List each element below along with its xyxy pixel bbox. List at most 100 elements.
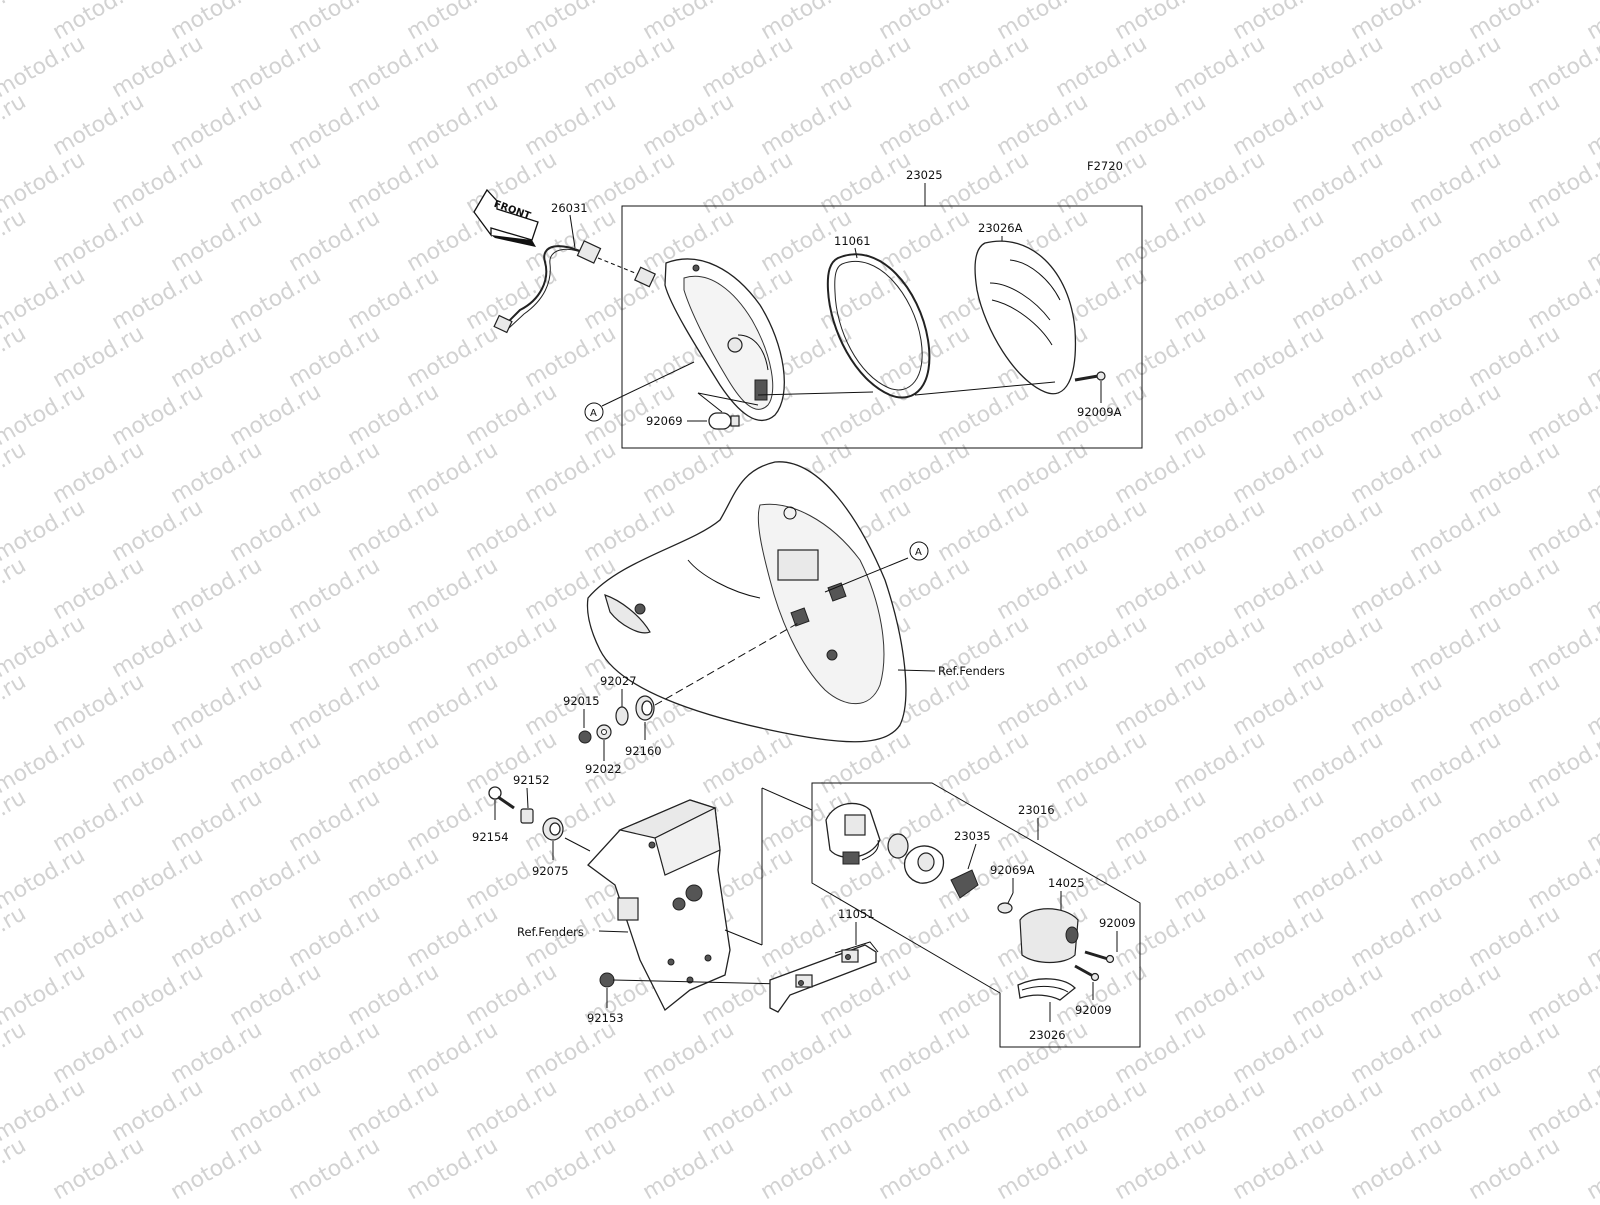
watermark-text: motod.ru: [1229, 89, 1329, 161]
watermark-text: motod.ru: [108, 611, 208, 683]
part-label-92069: 92069: [646, 414, 683, 428]
watermark-text: motod.ru: [0, 321, 30, 393]
watermark-text: motod.ru: [49, 205, 149, 277]
watermark-text: motod.ru: [167, 785, 267, 857]
lens-23026A: [975, 241, 1075, 394]
part-label-92009-bottom: 92009: [1075, 1003, 1112, 1017]
watermark-text: motod.ru: [285, 321, 385, 393]
tail-light-assembly-group: 23025 FRONT 26031 11061: [474, 168, 1142, 448]
watermark-text: motod.ru: [934, 843, 1034, 915]
watermark-text: motod.ru: [167, 1017, 267, 1089]
ref-fenders-label-upper: Ref.Fenders: [938, 664, 1005, 678]
lens-23026: [1018, 979, 1075, 1000]
watermark-text: motod.ru: [1583, 437, 1600, 509]
watermark-text: motod.ru: [698, 727, 798, 799]
watermark-text: motod.ru: [1524, 611, 1600, 683]
watermark-text: motod.ru: [462, 495, 562, 567]
watermark-text: motod.ru: [0, 0, 30, 45]
watermark-text: motod.ru: [1052, 727, 1152, 799]
watermark-text: motod.ru: [580, 147, 680, 219]
watermark-text: motod.ru: [49, 321, 149, 393]
watermark-text: motod.ru: [1347, 1133, 1447, 1200]
watermark-text: motod.ru: [1347, 553, 1447, 625]
watermark-text: motod.ru: [993, 553, 1093, 625]
watermark-text: motod.ru: [108, 843, 208, 915]
watermark-text: motod.ru: [639, 1017, 739, 1089]
part-label-92027: 92027: [600, 674, 637, 688]
watermark-text: motod.ru: [1288, 843, 1388, 915]
watermark-text: motod.ru: [344, 959, 444, 1031]
watermark-text: motod.ru: [0, 205, 30, 277]
watermark-text: motod.ru: [521, 1017, 621, 1089]
watermark-text: motod.ru: [1347, 205, 1447, 277]
watermark-text: motod.ru: [1465, 205, 1565, 277]
watermark-text: motod.ru: [403, 437, 503, 509]
watermark-text: motod.ru: [1288, 959, 1388, 1031]
watermark-text: motod.ru: [1347, 321, 1447, 393]
watermark-text: motod.ru: [403, 553, 503, 625]
watermark-text: motod.ru: [639, 89, 739, 161]
reference-marker-a-top-label: A: [590, 408, 597, 419]
watermark-text: motod.ru: [285, 1017, 385, 1089]
watermark-text: motod.ru: [875, 89, 975, 161]
watermark-text: motod.ru: [1170, 147, 1270, 219]
watermark-text: motod.ru: [1465, 901, 1565, 973]
watermark-text: motod.ru: [1465, 321, 1565, 393]
watermark-text: motod.ru: [934, 379, 1034, 451]
watermark-text: motod.ru: [1229, 901, 1329, 973]
watermark-text: motod.ru: [1288, 31, 1388, 103]
watermark-text: motod.ru: [1583, 553, 1600, 625]
watermark-text: motod.ru: [344, 263, 444, 335]
watermark-text: motod.ru: [1465, 437, 1565, 509]
watermark-text: motod.ru: [285, 89, 385, 161]
watermark-text: motod.ru: [1111, 1017, 1211, 1089]
watermark-text: motod.ru: [1288, 147, 1388, 219]
watermark-text: motod.ru: [1465, 1017, 1565, 1089]
watermark-text: motod.ru: [1111, 901, 1211, 973]
watermark-text: motod.ru: [1111, 553, 1211, 625]
watermark-text: motod.ru: [285, 1133, 385, 1200]
watermark-text: motod.ru: [285, 205, 385, 277]
watermark-text: motod.ru: [1465, 89, 1565, 161]
watermark-text: motod.ru: [1111, 669, 1211, 741]
watermark-text: motod.ru: [1524, 727, 1600, 799]
watermark-text: motod.ru: [1406, 379, 1506, 451]
collar-92152: [521, 809, 533, 823]
watermark-text: motod.ru: [1583, 1017, 1600, 1089]
watermark-text: motod.ru: [1583, 669, 1600, 741]
watermark-text: motod.ru: [49, 901, 149, 973]
watermark-text: motod.ru: [934, 1075, 1034, 1147]
watermark-text: motod.ru: [226, 959, 326, 1031]
watermark-text: motod.ru: [1583, 321, 1600, 393]
part-label-92022: 92022: [585, 762, 622, 776]
part-label-92153: 92153: [587, 1011, 624, 1025]
watermark-text: motod.ru: [1229, 553, 1329, 625]
watermark-text: motod.ru: [1229, 669, 1329, 741]
watermark-text: motod.ru: [934, 727, 1034, 799]
watermark-text: motod.ru: [1229, 1133, 1329, 1200]
watermark-text: motod.ru: [1170, 727, 1270, 799]
watermark-text: motod.ru: [1465, 669, 1565, 741]
watermark-text: motod.ru: [1524, 843, 1600, 915]
watermark-text: motod.ru: [757, 1133, 857, 1200]
watermark-text: motod.ru: [1229, 785, 1329, 857]
part-label-92075: 92075: [532, 864, 569, 878]
watermark-text: motod.ru: [1524, 263, 1600, 335]
part-label-23026A: 23026A: [978, 221, 1023, 235]
watermark-text: motod.ru: [403, 901, 503, 973]
watermark-text: motod.ru: [1465, 553, 1565, 625]
watermark-text: motod.ru: [49, 669, 149, 741]
watermark-text: motod.ru: [344, 31, 444, 103]
watermark-text: motod.ru: [1229, 437, 1329, 509]
watermark-text: motod.ru: [993, 89, 1093, 161]
watermark-text: motod.ru: [344, 379, 444, 451]
part-label-14025: 14025: [1048, 876, 1085, 890]
watermark-text: motod.ru: [49, 785, 149, 857]
watermark-text: motod.ru: [226, 1075, 326, 1147]
watermark-text: motod.ru: [403, 89, 503, 161]
watermark-text: motod.ru: [285, 901, 385, 973]
watermark-text: motod.ru: [1583, 89, 1600, 161]
watermark-text: motod.ru: [1347, 437, 1447, 509]
watermark-text: motod.ru: [934, 959, 1034, 1031]
